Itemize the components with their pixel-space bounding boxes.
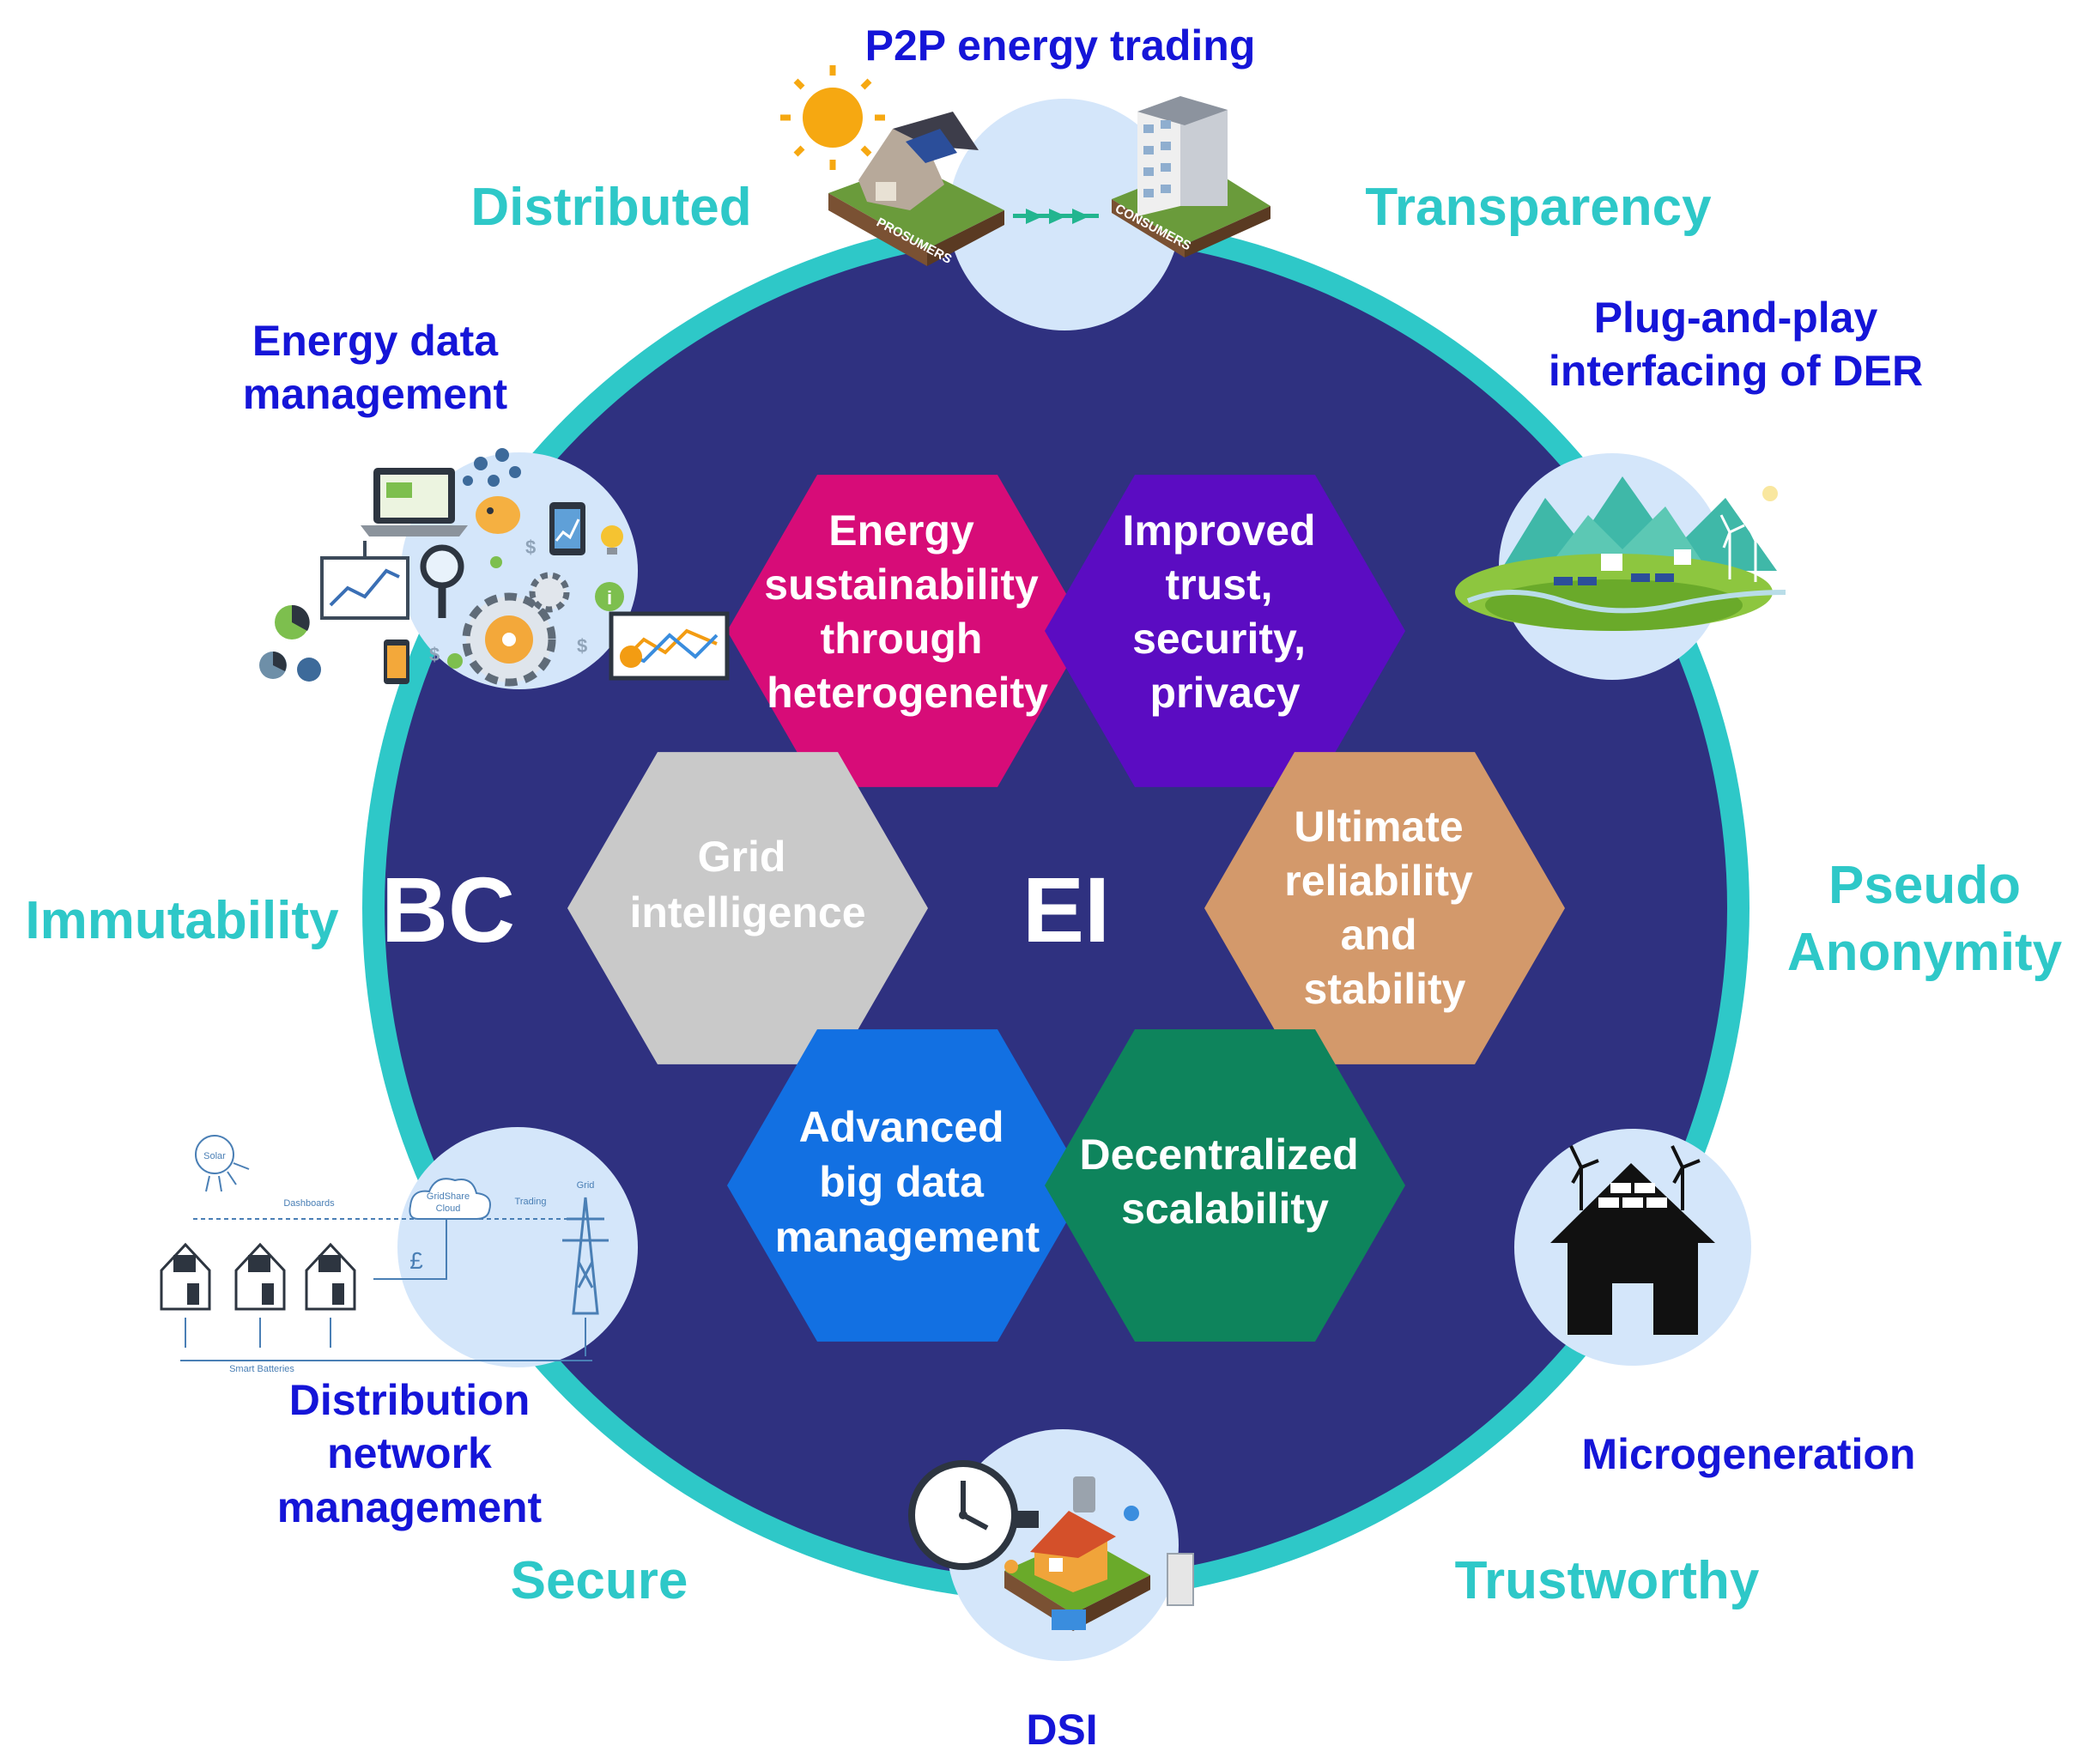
dashboards-label: Dashboards [283, 1198, 335, 1209]
svg-text:$: $ [577, 635, 587, 657]
hex-energy-text: Energy sustainability through heterogene… [764, 506, 1050, 717]
ei-label: EI [1022, 858, 1110, 961]
distribution-bubble [397, 1127, 638, 1367]
magnifier-icon [420, 544, 464, 618]
solar-sun-icon [195, 1135, 250, 1192]
transmission-tower-icon [562, 1197, 609, 1315]
svg-text:$: $ [525, 536, 536, 558]
house-icons-row [160, 1242, 356, 1311]
svg-text:i: i [607, 587, 612, 609]
solar-panel-icons [1554, 573, 1674, 585]
cloud-label-line1: GridShare [427, 1191, 470, 1202]
house-silhouette-icon [1550, 1163, 1715, 1335]
property-secure: Secure [511, 1551, 688, 1610]
arrow-icons [1013, 209, 1099, 224]
dsi-illustration [908, 1429, 1194, 1661]
presentation-board-icon [320, 541, 409, 620]
app-distribution-line1: Distribution [289, 1376, 531, 1424]
grid-label: Grid [577, 1180, 595, 1191]
property-anonymity: Anonymity [1787, 923, 2063, 982]
prosumer-house-icon [828, 112, 1004, 266]
tablet-icon [549, 502, 585, 555]
property-transparency: Transparency [1365, 178, 1712, 237]
app-distribution-line3: management [277, 1483, 543, 1531]
lightbulb-icon [601, 525, 623, 555]
main-disk [385, 237, 1727, 1579]
distribution-network-illustration: Solar Dashboards GridShare Cloud Trading… [160, 1127, 638, 1374]
info-icon: i [595, 582, 624, 611]
dollar-icons: $ $ $ [429, 536, 587, 665]
sun-icon [780, 65, 885, 170]
cloud-label-line2: Cloud [436, 1203, 461, 1214]
pie-chart-icons [259, 604, 321, 682]
hex-grid-text: Grid intelligence [629, 833, 865, 937]
connector-arrows [180, 1318, 592, 1361]
property-distributed: Distributed [470, 178, 751, 237]
trading-label: Trading [515, 1197, 547, 1207]
app-plug-and-play-line1: Plug-and-play [1594, 294, 1878, 342]
sun-icon-small [1762, 486, 1778, 501]
hex-scalability-text: Decentralized scalability [1079, 1131, 1370, 1233]
laptop-icon [361, 468, 468, 536]
hexagon-big-data-management [727, 1029, 1088, 1342]
solar-label: Solar [203, 1151, 226, 1161]
wind-turbine-icons [1719, 514, 1769, 582]
piggy-bank-icon [476, 496, 520, 534]
hex-bigdata-text: Advanced big data management [775, 1103, 1040, 1261]
app-energy-data-line2: management [243, 370, 508, 418]
small-gear-icon [529, 572, 570, 613]
microgeneration-illustration [1514, 1129, 1751, 1366]
energy-data-illustration: i $ $ $ [259, 448, 730, 689]
hexagon-decentralized-scalability [1045, 1029, 1405, 1342]
clock-icon [908, 1460, 1018, 1570]
app-distribution-line2: network [327, 1429, 492, 1477]
hex-trust-text: Improved trust, security, privacy [1123, 506, 1328, 717]
cloud-icon [409, 1178, 491, 1220]
hexagon-trust-security-privacy [1045, 475, 1405, 787]
leaf-node-icon [447, 556, 502, 669]
property-trustworthy: Trustworthy [1455, 1551, 1760, 1610]
hexagon-reliability-stability [1204, 752, 1565, 1064]
green-landscape-icon [1455, 554, 1786, 631]
property-immutability: Immutability [25, 891, 339, 950]
bc-label: BC [381, 858, 515, 961]
smart-batteries-label: Smart Batteries [229, 1364, 294, 1374]
hex-reliability-text: Ultimate reliability and stability [1284, 803, 1484, 1013]
gear-icon [462, 592, 556, 687]
svg-text:$: $ [429, 644, 440, 665]
house-icons-small [1601, 549, 1691, 571]
currency-line [373, 1219, 447, 1280]
hexagon-energy-sustainability [727, 475, 1088, 787]
network-nodes-icon [463, 448, 521, 487]
app-energy-data-line1: Energy data [252, 317, 499, 365]
consumer-building-icon [1112, 96, 1270, 258]
plug-and-play-illustration [1455, 453, 1786, 680]
phone-icon [384, 640, 409, 684]
appliance-icons [1004, 1476, 1194, 1630]
hexagon-grid-intelligence [567, 752, 928, 1064]
currency-symbol: £ [409, 1247, 423, 1274]
app-plug-and-play-line2: interfacing of DER [1549, 347, 1923, 395]
p2p-trading-illustration: PROSUMERS CONSUMERS [780, 65, 1270, 330]
app-p2p-energy-trading: P2P energy trading [865, 21, 1256, 70]
app-microgeneration: Microgeneration [1582, 1430, 1916, 1478]
property-pseudo: Pseudo [1828, 856, 2021, 915]
turbine-icons [1569, 1145, 1701, 1210]
app-dsi: DSI [1026, 1706, 1097, 1754]
chart-monitor-icon [609, 611, 730, 681]
